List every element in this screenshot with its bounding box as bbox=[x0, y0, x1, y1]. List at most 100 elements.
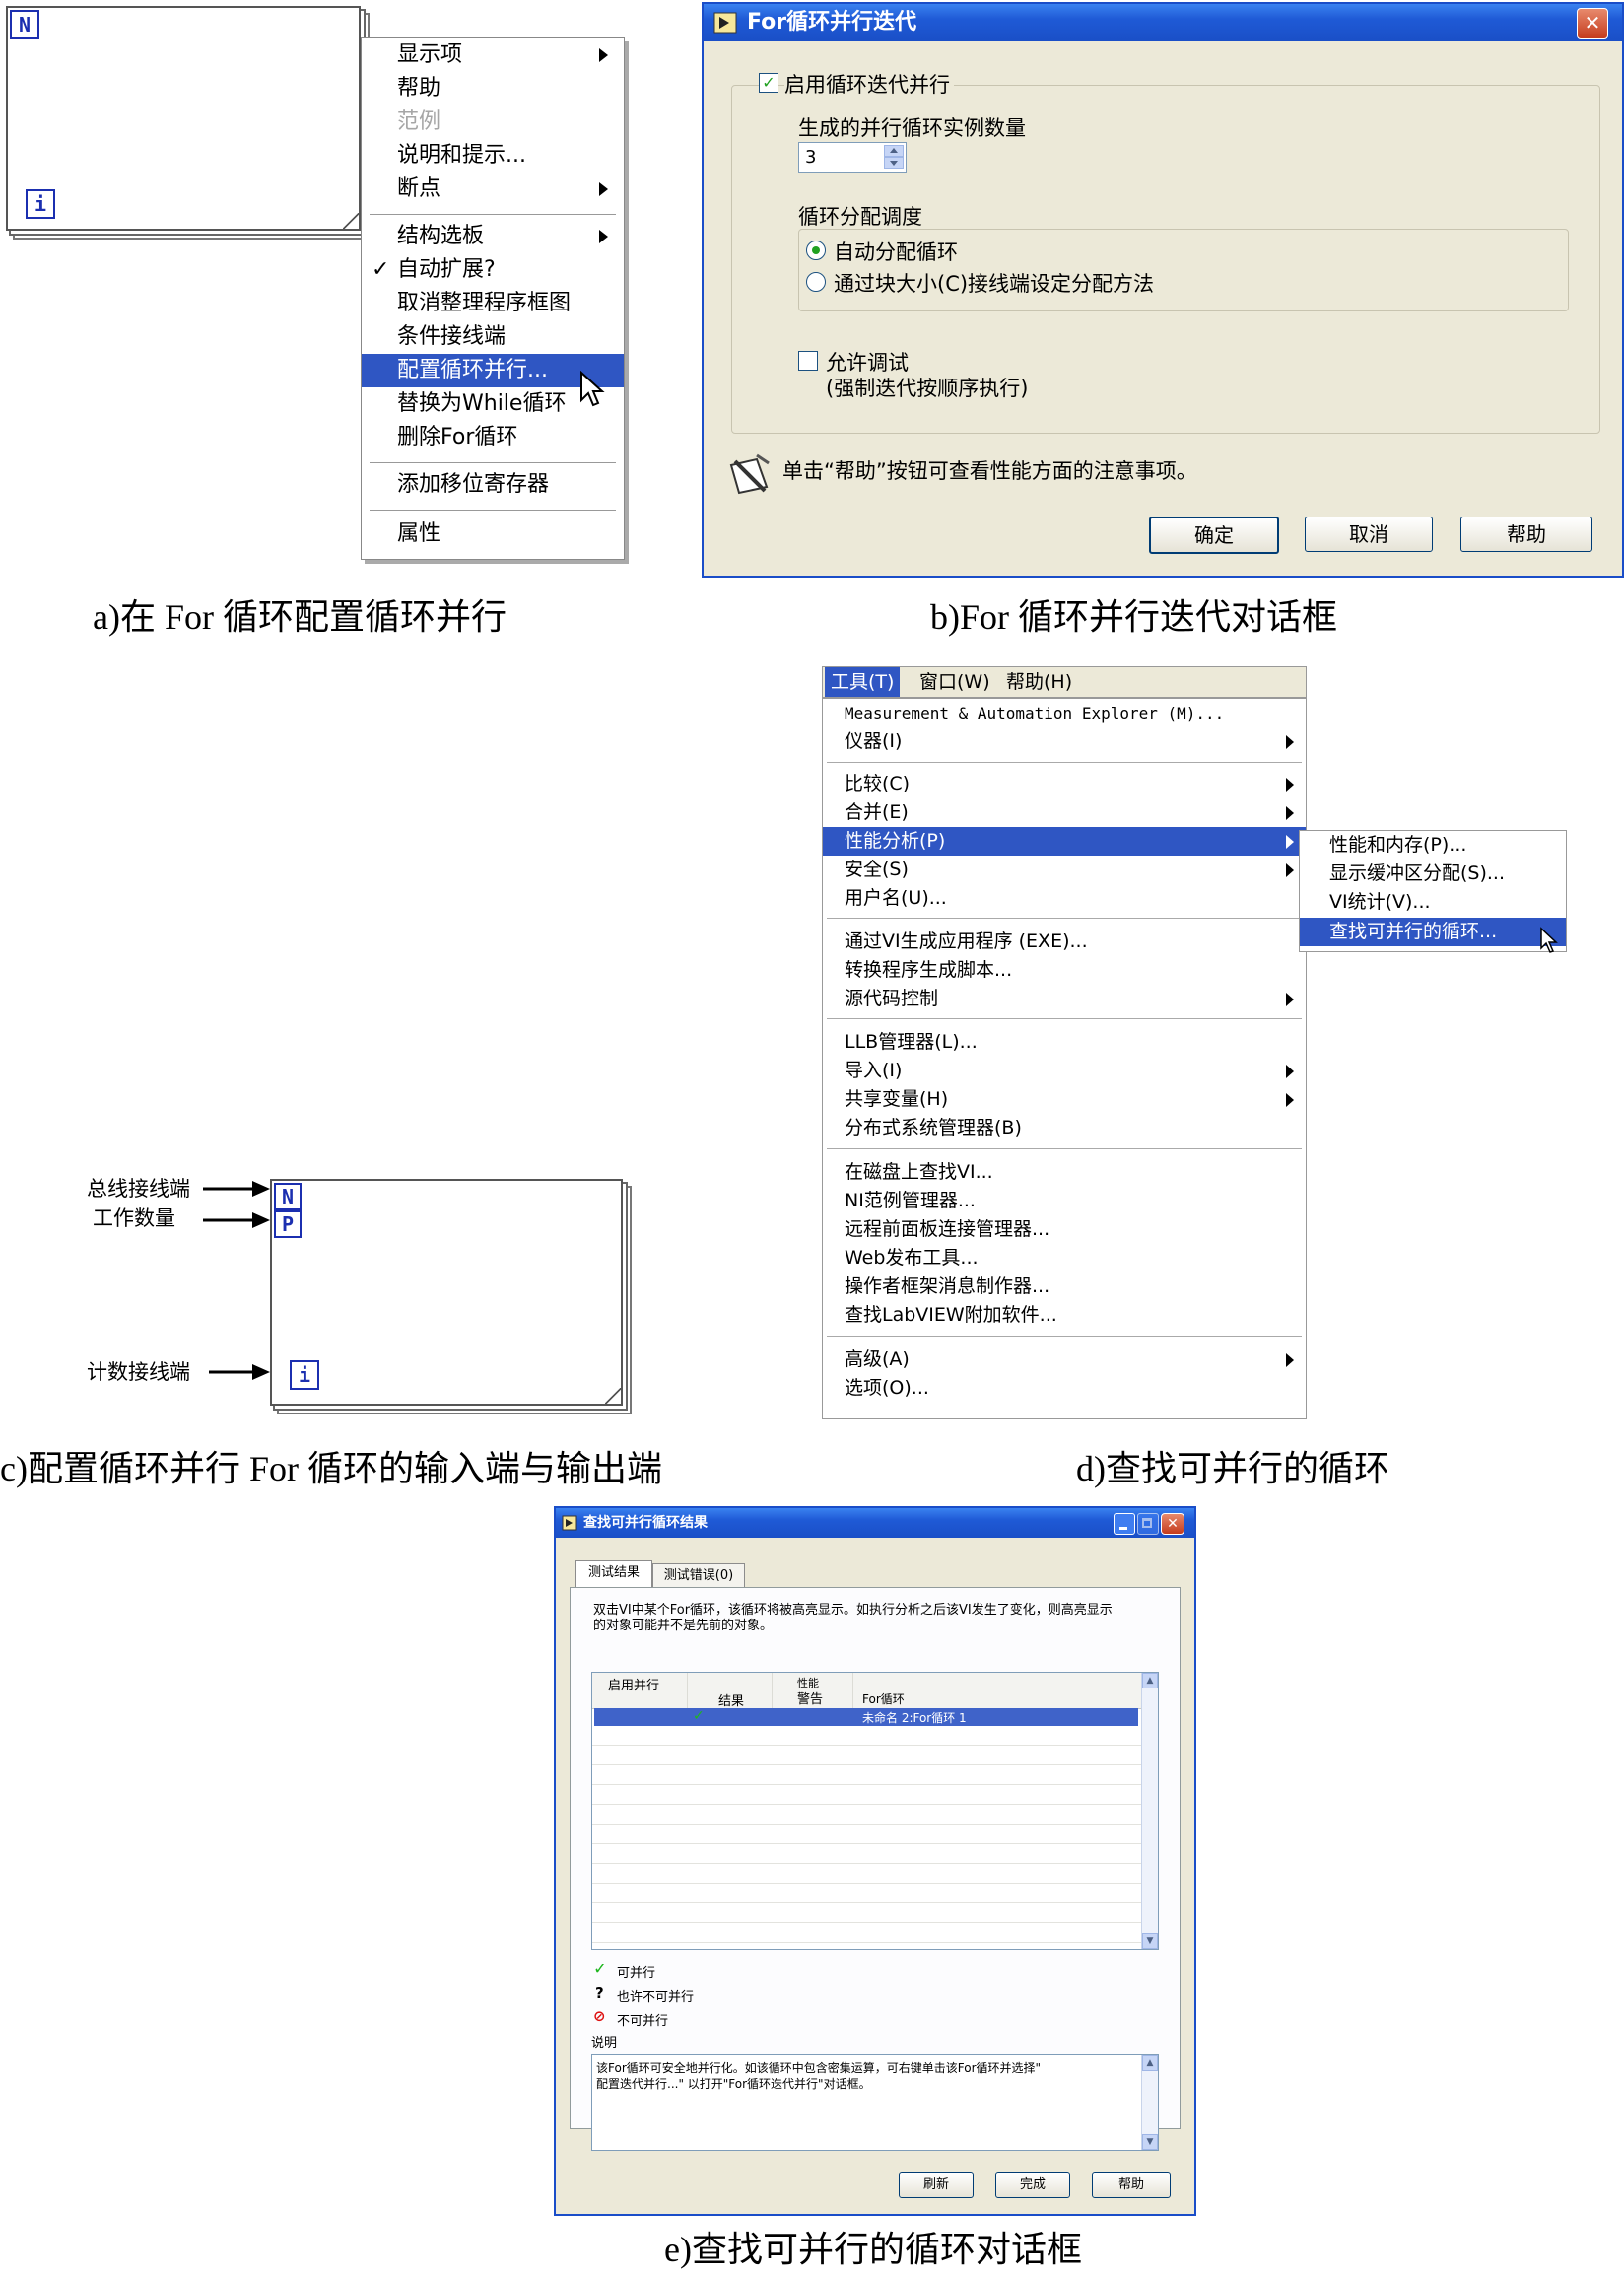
instances-label: 生成的并行循环实例数量 bbox=[798, 116, 1026, 140]
menu-item-label: 分布式系统管理器(B) bbox=[845, 1117, 1022, 1138]
scroll-down-icon[interactable]: ▼ bbox=[1142, 2134, 1158, 2150]
menu-item-label: 共享变量(H) bbox=[845, 1088, 949, 1110]
menu-item-configure-parallelism[interactable]: 配置循环并行... bbox=[362, 354, 624, 387]
spin-up-icon[interactable] bbox=[884, 145, 904, 157]
loop-parallel-terminal-p[interactable]: P bbox=[274, 1210, 302, 1238]
menu-item-build-exe[interactable]: 通过VI生成应用程序 (EXE)... bbox=[823, 928, 1306, 956]
loop-count-terminal-n[interactable]: N bbox=[10, 10, 39, 39]
description-box[interactable]: 该For循环可安全地并行化。如该循环中包含密集运算，可右键单击该For循环并选择… bbox=[591, 2054, 1159, 2151]
refresh-button[interactable]: 刷新 bbox=[899, 2172, 974, 2198]
tab-test-errors[interactable]: 测试错误(0) bbox=[652, 1563, 745, 1588]
for-loop-c[interactable]: N P i bbox=[270, 1179, 623, 1406]
menu-item-add-shift-register[interactable]: 添加移位寄存器 bbox=[362, 468, 624, 502]
menu-item-find-addons[interactable]: 查找LabVIEW附加软件... bbox=[823, 1301, 1306, 1330]
menu-item-security[interactable]: 安全(S) bbox=[823, 856, 1306, 884]
arrow-workers-icon bbox=[203, 1212, 270, 1228]
col-perf-1[interactable]: 性能 bbox=[797, 1677, 819, 1689]
col-for-loop[interactable]: For循环 bbox=[862, 1692, 905, 1706]
menu-item-properties[interactable]: 属性 bbox=[362, 517, 624, 551]
menu-item-label: 显示项 bbox=[397, 42, 463, 67]
submenu-item-buffer-allocations[interactable]: 显示缓冲区分配(S)... bbox=[1300, 860, 1566, 888]
menu-item-conditional-terminal[interactable]: 条件接线端 bbox=[362, 320, 624, 354]
enable-parallelism-checkbox[interactable]: ✓ bbox=[759, 73, 778, 93]
close-icon[interactable]: ✕ bbox=[1577, 8, 1608, 39]
menu-window[interactable]: 窗口(W) bbox=[919, 671, 990, 693]
menu-item-display[interactable]: 显示项 bbox=[362, 38, 624, 72]
done-button[interactable]: 完成 bbox=[995, 2172, 1070, 2198]
ok-button[interactable]: 确定 bbox=[1149, 517, 1279, 554]
minimize-icon[interactable] bbox=[1114, 1513, 1135, 1535]
scroll-up-icon[interactable]: ▲ bbox=[1142, 2055, 1158, 2071]
menu-item-label: 查找LabVIEW附加软件... bbox=[845, 1304, 1057, 1326]
scroll-down-icon[interactable]: ▼ bbox=[1142, 1933, 1158, 1949]
menu-item-source-control[interactable]: 源代码控制 bbox=[823, 985, 1306, 1013]
menu-item-unclean-diagram[interactable]: 取消整理程序框图 bbox=[362, 287, 624, 320]
results-table[interactable]: 启用并行 结果 性能 警告 For循环 ✓ 未命名 2:For循环 1 ▲ ▼ bbox=[591, 1672, 1159, 1950]
menu-item-actor-message-maker[interactable]: 操作者框架消息制作器... bbox=[823, 1273, 1306, 1301]
col-perf-2[interactable]: 警告 bbox=[797, 1692, 824, 1707]
menu-item-mae[interactable]: Measurement & Automation Explorer (M)... bbox=[823, 699, 1306, 727]
menu-item-description[interactable]: 说明和提示... bbox=[362, 139, 624, 172]
radio-chunk-schedule[interactable] bbox=[806, 272, 826, 292]
menu-item-auto-grow[interactable]: ✓自动扩展? bbox=[362, 253, 624, 287]
help-button[interactable]: 帮助 bbox=[1460, 517, 1592, 552]
menu-item-llb-manager[interactable]: LLB管理器(L)... bbox=[823, 1028, 1306, 1057]
menu-item-remove-for-loop[interactable]: 删除For循环 bbox=[362, 421, 624, 454]
menu-item-import[interactable]: 导入(I) bbox=[823, 1057, 1306, 1085]
menu-item-breakpoint[interactable]: 断点 bbox=[362, 172, 624, 206]
for-loop-a[interactable]: N i bbox=[6, 6, 361, 231]
menu-item-replace-with-while[interactable]: 替换为While循环 bbox=[362, 387, 624, 421]
menu-item-find-vis-on-disk[interactable]: 在磁盘上查找VI... bbox=[823, 1158, 1306, 1187]
dialog-title-bar[interactable]: 查找可并行循环结果 bbox=[556, 1508, 1194, 1538]
spin-down-icon[interactable] bbox=[884, 157, 904, 169]
menu-item-help[interactable]: 帮助 bbox=[362, 72, 624, 105]
submenu-item-perf-memory[interactable]: 性能和内存(P)... bbox=[1300, 831, 1566, 860]
radio-auto-schedule[interactable] bbox=[806, 241, 826, 260]
loop-count-terminal-n[interactable]: N bbox=[274, 1183, 302, 1210]
dialog-title: 查找可并行循环结果 bbox=[583, 1515, 708, 1531]
scroll-up-icon[interactable]: ▲ bbox=[1142, 1673, 1158, 1688]
close-icon[interactable]: ✕ bbox=[1161, 1513, 1184, 1535]
table-scrollbar[interactable]: ▲ ▼ bbox=[1141, 1673, 1158, 1949]
submenu-item-vi-metrics[interactable]: VI统计(V)... bbox=[1300, 888, 1566, 917]
submenu-arrow-icon bbox=[599, 48, 608, 62]
menu-item-structures-palette[interactable]: 结构选板 bbox=[362, 220, 624, 253]
submenu-arrow-icon bbox=[599, 230, 608, 243]
tab-test-results[interactable]: 测试结果 bbox=[575, 1560, 652, 1588]
menu-item-options[interactable]: 选项(O)... bbox=[823, 1374, 1306, 1403]
menu-item-distributed-system-manager[interactable]: 分布式系统管理器(B) bbox=[823, 1114, 1306, 1142]
maximize-icon[interactable] bbox=[1137, 1513, 1159, 1535]
menu-tools[interactable]: 工具(T) bbox=[825, 667, 901, 697]
menu-item-shared-variable[interactable]: 共享变量(H) bbox=[823, 1085, 1306, 1114]
menu-item-examples: 范例 bbox=[362, 105, 624, 139]
menu-item-remote-panel-manager[interactable]: 远程前面板连接管理器... bbox=[823, 1215, 1306, 1244]
menu-item-web-publishing[interactable]: Web发布工具... bbox=[823, 1244, 1306, 1273]
submenu-arrow-icon bbox=[1286, 835, 1294, 849]
menu-item-compare[interactable]: 比较(C) bbox=[823, 770, 1306, 798]
col-result[interactable]: 结果 bbox=[718, 1694, 745, 1709]
menu-item-label: 比较(C) bbox=[845, 773, 911, 794]
find-parallel-loops-dialog: 查找可并行循环结果 ✕ 测试结果 测试错误(0) 双击VI中某个For循环，该循… bbox=[554, 1506, 1196, 2216]
labview-app-icon bbox=[713, 12, 737, 34]
schedule-label: 循环分配调度 bbox=[798, 205, 922, 229]
help-button[interactable]: 帮助 bbox=[1092, 2172, 1171, 2198]
menu-item-label: 取消整理程序框图 bbox=[397, 291, 572, 315]
instances-spinbox[interactable]: 3 bbox=[798, 142, 907, 173]
table-row[interactable]: ✓ 未命名 2:For循环 1 bbox=[594, 1708, 1138, 1726]
submenu-item-find-parallel-loops[interactable]: 查找可并行的循环... bbox=[1300, 918, 1566, 946]
menu-item-label: 显示缓冲区分配(S)... bbox=[1329, 862, 1506, 884]
cancel-button[interactable]: 取消 bbox=[1305, 517, 1433, 552]
menu-item-advanced[interactable]: 高级(A) bbox=[823, 1345, 1306, 1374]
menu-item-convert-build-script[interactable]: 转换程序生成脚本... bbox=[823, 956, 1306, 985]
menu-item-user-name[interactable]: 用户名(U)... bbox=[823, 884, 1306, 913]
menu-item-profile[interactable]: 性能分析(P) bbox=[823, 827, 1306, 856]
allow-debug-checkbox[interactable] bbox=[798, 351, 818, 371]
menu-item-merge[interactable]: 合并(E) bbox=[823, 798, 1306, 827]
col-enable-parallel[interactable]: 启用并行 bbox=[608, 1679, 660, 1693]
menu-item-instruments[interactable]: 仪器(I) bbox=[823, 727, 1306, 756]
intro-text-2: 的对象可能并不是先前的对象。 bbox=[593, 1619, 774, 1633]
menu-item-ni-example-finder[interactable]: NI范例管理器... bbox=[823, 1187, 1306, 1215]
menu-help[interactable]: 帮助(H) bbox=[1006, 671, 1073, 693]
dialog-title-bar[interactable]: For循环并行迭代 bbox=[704, 4, 1622, 41]
description-scrollbar[interactable]: ▲ ▼ bbox=[1141, 2055, 1158, 2150]
